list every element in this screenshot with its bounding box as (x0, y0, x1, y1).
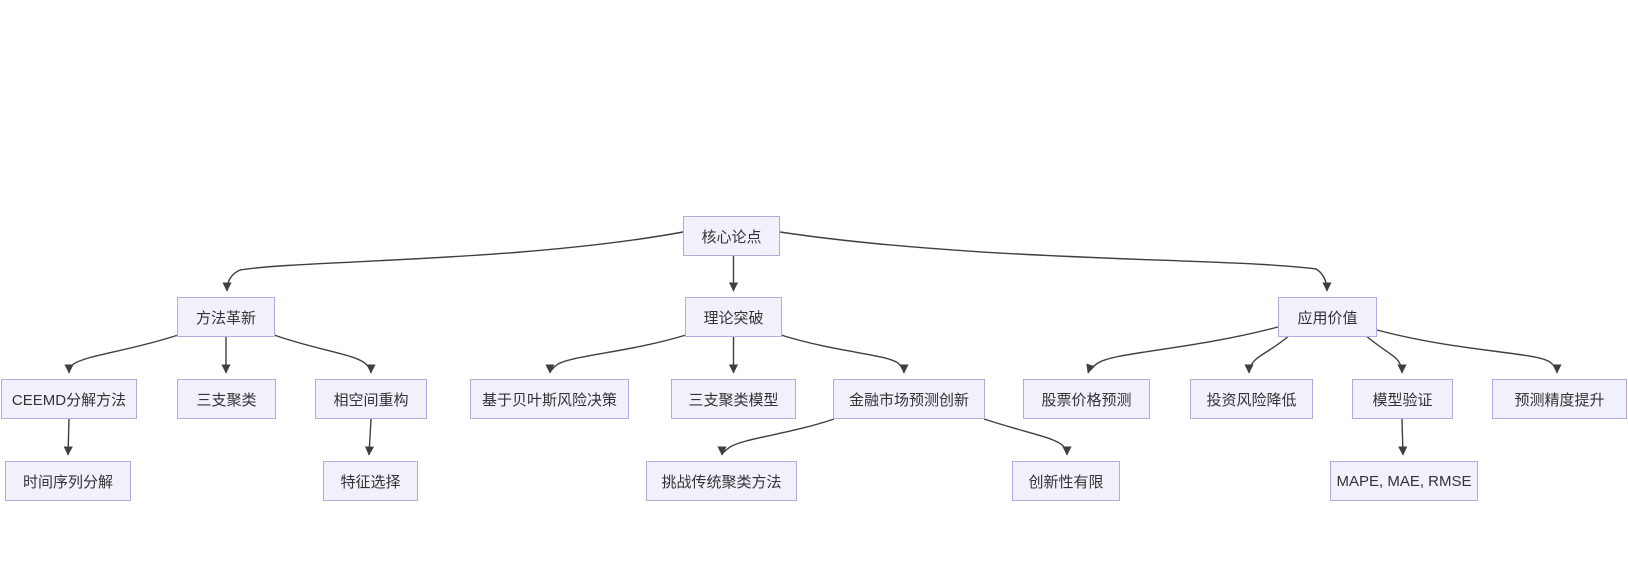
node-investment-risk-reduction: 投资风险降低 (1190, 379, 1313, 419)
edge-model-valid-metrics (1398, 418, 1408, 456)
node-challenge-traditional-clustering: 挑战传统聚类方法 (646, 461, 797, 501)
edge-method-phase-space (273, 334, 376, 374)
node-core-thesis: 核心论点 (683, 216, 780, 256)
edge-fin-innov-limited (983, 418, 1072, 456)
node-financial-market-prediction-innovation: 金融市场预测创新 (833, 379, 985, 419)
edge-theory-bayes (545, 334, 687, 374)
edge-method-ceemd (64, 334, 179, 374)
edge-ceemd-time-series (63, 418, 73, 456)
edge-application-stock (1086, 326, 1279, 374)
edge-fin-innov-challenge (717, 418, 835, 456)
node-three-way-clustering: 三支聚类 (177, 379, 276, 419)
node-bayesian-risk-decision: 基于贝叶斯风险决策 (470, 379, 629, 419)
node-model-validation: 模型验证 (1352, 379, 1453, 419)
node-time-series-decomposition: 时间序列分解 (5, 461, 131, 501)
node-prediction-accuracy-improvement: 预测精度提升 (1492, 379, 1627, 419)
node-ceemd-decomposition: CEEMD分解方法 (1, 379, 137, 419)
edge-application-accuracy (1376, 329, 1562, 374)
edge-application-invest-risk (1244, 334, 1291, 374)
edge-phase-space-feature-sel (364, 418, 375, 456)
node-stock-price-prediction: 股票价格预测 (1023, 379, 1150, 419)
node-method-innovation: 方法革新 (177, 297, 275, 337)
edge-theory-fin-innov (780, 334, 909, 374)
node-phase-space-reconstruction: 相空间重构 (315, 379, 427, 419)
node-feature-selection: 特征选择 (323, 461, 418, 501)
node-application-value: 应用价值 (1278, 297, 1377, 337)
node-evaluation-metrics: MAPE, MAE, RMSE (1330, 461, 1478, 501)
edge-core-application (779, 231, 1332, 292)
edge-application-model-valid (1364, 334, 1407, 374)
edge-core-method (222, 231, 684, 292)
node-limited-innovation: 创新性有限 (1012, 461, 1120, 501)
node-theory-breakthrough: 理论突破 (685, 297, 782, 337)
node-three-way-clustering-model: 三支聚类模型 (671, 379, 796, 419)
